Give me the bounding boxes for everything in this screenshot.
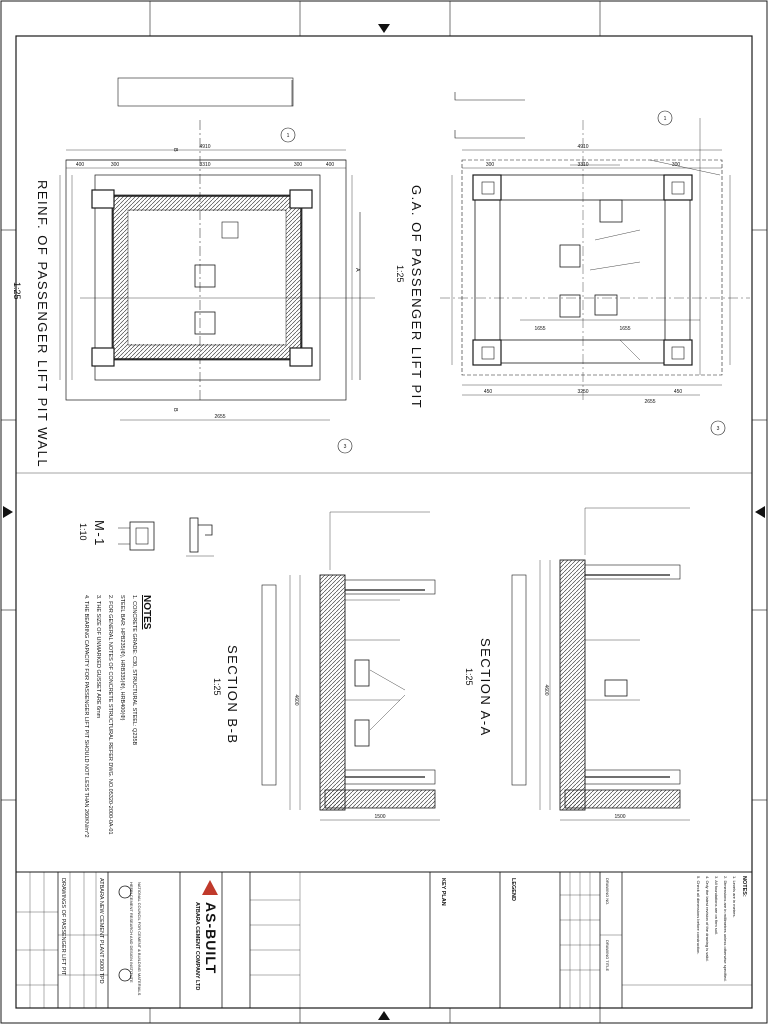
section-aa-dims: 1500 4600 bbox=[543, 684, 626, 820]
general-notes: NOTES 1. CONCRETE GRADE: C30, STRUCTURAL… bbox=[80, 595, 152, 838]
ga-plan-title: G.A. OF PASSENGER LIFT PIT bbox=[409, 185, 424, 410]
tb-note-item: 2. Dimensions are in millimetres unless … bbox=[723, 876, 728, 982]
consultant-2: HEFEI CEMENT RESEARCH AND DESIGN INSTITU… bbox=[129, 882, 134, 983]
tb-note-item: 5. Check all dimensions before construct… bbox=[696, 876, 701, 955]
section-marker-a: A bbox=[354, 268, 360, 272]
section-aa-title: SECTION A-A bbox=[478, 638, 493, 737]
consultant-1: NATIONAL COUNCIL FOR CEMENT & BUILDING M… bbox=[137, 882, 142, 996]
svg-text:400: 400 bbox=[76, 162, 85, 168]
title-block bbox=[16, 871, 752, 1008]
svg-text:2655: 2655 bbox=[214, 414, 225, 420]
section-marker-b-bottom: B bbox=[172, 408, 178, 412]
svg-text:1500: 1500 bbox=[374, 814, 385, 820]
drawing-title-label: DRAWING TITLE bbox=[605, 940, 610, 972]
detail-m1-scale: 1:10 bbox=[78, 523, 88, 541]
owner-name: ATBARA CEMENT COMPANY LTD bbox=[194, 902, 200, 991]
detail-m1-view bbox=[118, 517, 214, 557]
svg-text:4910: 4910 bbox=[199, 144, 210, 150]
reinf-plan-view bbox=[59, 77, 375, 454]
svg-text:4600: 4600 bbox=[543, 684, 549, 695]
note-item: 4. THE BEARING CAPACITY FOR PASSENGER LI… bbox=[83, 595, 89, 838]
section-aa-view bbox=[511, 507, 690, 821]
svg-text:400: 400 bbox=[326, 162, 335, 168]
svg-text:1: 1 bbox=[287, 133, 290, 139]
ga-plan-scale: 1:25 bbox=[395, 265, 405, 283]
section-marker-b: B bbox=[172, 148, 178, 152]
note-item: 3. THE SIZE OF UNMARKED GUSSET ARE 6mm bbox=[95, 595, 101, 719]
tb-note-item: 4. Only the latest revision of the drawi… bbox=[705, 876, 710, 962]
svg-text:450: 450 bbox=[484, 389, 493, 395]
svg-text:4910: 4910 bbox=[577, 144, 588, 150]
centering-marks bbox=[3, 24, 765, 1020]
svg-text:300: 300 bbox=[111, 162, 120, 168]
section-aa-scale: 1:25 bbox=[464, 668, 474, 686]
svg-text:3250: 3250 bbox=[577, 389, 588, 395]
tb-notes-heading: NOTES: bbox=[741, 876, 747, 897]
svg-text:1655: 1655 bbox=[619, 326, 630, 332]
reinf-plan-dims: 4910 3310 300 300 400 400 2655 1 3 bbox=[76, 133, 347, 450]
ga-plan-view bbox=[440, 92, 750, 436]
svg-text:3: 3 bbox=[717, 426, 720, 432]
ga-plan-dims: 4910 3310 300 300 3250 450 450 2655 1655… bbox=[484, 116, 720, 432]
svg-text:300: 300 bbox=[486, 162, 495, 168]
tb-note-item: 1. Levels are in metres. bbox=[732, 876, 737, 918]
note-item: 2. FOR GENERAL NOTES OF CONCRETE STRUCTU… bbox=[107, 595, 113, 835]
reinf-plan-scale: 1:25 bbox=[12, 282, 22, 300]
notes-heading: NOTES bbox=[141, 595, 152, 630]
svg-text:300: 300 bbox=[294, 162, 303, 168]
svg-text:450: 450 bbox=[674, 389, 683, 395]
svg-text:3310: 3310 bbox=[577, 162, 588, 168]
svg-text:1: 1 bbox=[664, 116, 667, 122]
drawing-title: DRAWINGS OF PASSENGER LIFT PIT bbox=[60, 878, 66, 976]
svg-text:300: 300 bbox=[672, 162, 681, 168]
note-item: 1. CONCRETE GRADE: C30, STRUCTURAL STEEL… bbox=[131, 595, 137, 746]
section-bb-scale: 1:25 bbox=[212, 678, 222, 696]
key-plan-label: KEY PLAN bbox=[440, 878, 446, 906]
svg-text:3: 3 bbox=[344, 444, 347, 450]
svg-text:3310: 3310 bbox=[199, 162, 210, 168]
section-bb-title: SECTION B-B bbox=[225, 645, 240, 745]
svg-text:4600: 4600 bbox=[293, 694, 299, 705]
svg-text:1500: 1500 bbox=[614, 814, 625, 820]
detail-m1-title: M-1 bbox=[92, 520, 107, 547]
title-block-notes: NOTES: 1. Levels are in metres. 2. Dimen… bbox=[694, 876, 748, 982]
section-bb-dims: 1500 4600 bbox=[293, 694, 386, 820]
legend-label: LEGEND bbox=[510, 878, 516, 901]
svg-text:2655: 2655 bbox=[644, 399, 655, 405]
reinf-plan-title: REINF. OF PASSENGER LIFT PIT WALL bbox=[35, 180, 50, 469]
project-name: ATBARA NEW CEMENT PLANT 5000 TPD bbox=[98, 878, 104, 984]
note-item: STEEL BAR: HPB235(Φ), HRB335(Φ), HRB400(… bbox=[119, 595, 125, 721]
tb-note-item: 3. All foundations are on firm soil. bbox=[714, 876, 719, 935]
drawing-no-label: DRAWING NO. bbox=[605, 878, 610, 906]
as-built-stamp: AS-BUILT bbox=[203, 902, 219, 975]
svg-text:1655: 1655 bbox=[534, 326, 545, 332]
section-bb-view bbox=[261, 511, 440, 821]
